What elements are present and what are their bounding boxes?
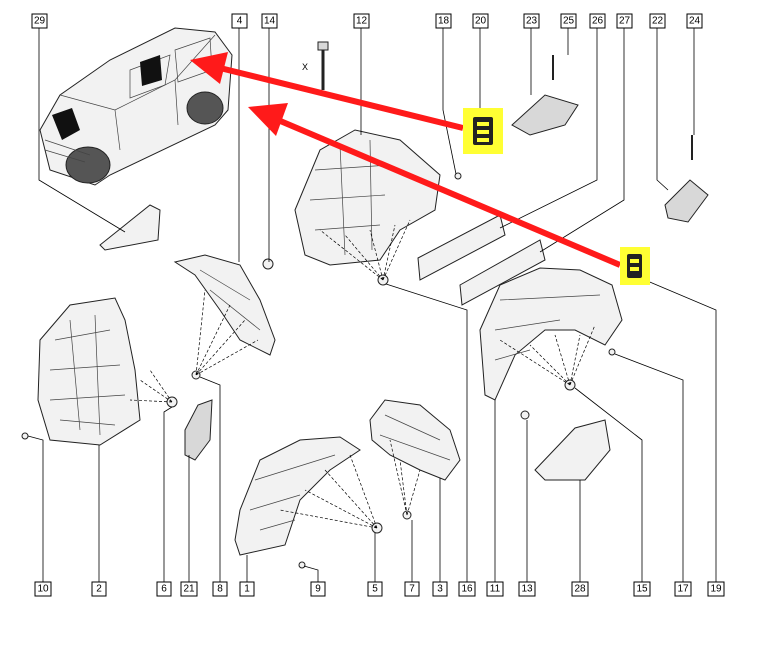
part-14-clip	[262, 258, 274, 270]
svg-text:19: 19	[710, 584, 722, 595]
svg-text:16: 16	[461, 584, 473, 595]
label-23: 23	[523, 13, 540, 29]
label-14: 14	[261, 13, 278, 29]
svg-text:8: 8	[217, 584, 223, 595]
part-13-clip	[520, 410, 530, 420]
vehicle-illustration	[39, 27, 233, 186]
svg-text:20: 20	[475, 16, 487, 27]
part-1-liner	[234, 436, 361, 556]
svg-text:27: 27	[619, 16, 631, 27]
svg-text:7: 7	[409, 584, 415, 595]
label-19: 19	[707, 581, 725, 597]
label-5: 5	[367, 581, 383, 597]
svg-text:9: 9	[315, 584, 321, 595]
label-24: 24	[686, 13, 703, 29]
svg-text:10: 10	[37, 584, 49, 595]
part-17-screw	[608, 348, 616, 356]
part-11-liner	[479, 267, 623, 401]
red-arrow-lower	[248, 103, 622, 268]
label-1: 1	[239, 581, 255, 597]
label-16: 16	[458, 581, 476, 597]
label-25: 25	[560, 13, 577, 29]
label-22: 22	[649, 13, 666, 29]
part-28-trim	[534, 419, 611, 481]
svg-text:23: 23	[526, 16, 538, 27]
svg-text:25: 25	[563, 16, 575, 27]
svg-text:1: 1	[244, 584, 250, 595]
svg-text:3: 3	[437, 584, 443, 595]
svg-text:18: 18	[438, 16, 450, 27]
label-10: 10	[34, 581, 52, 597]
svg-text:15: 15	[636, 584, 648, 595]
label-9: 9	[310, 581, 326, 597]
label-7: 7	[404, 581, 420, 597]
label-2: 2	[91, 581, 107, 597]
svg-text:24: 24	[689, 16, 701, 27]
part-2-liner	[37, 297, 141, 446]
svg-text:21: 21	[183, 584, 195, 595]
svg-text:26: 26	[592, 16, 604, 27]
part-3-liner	[369, 399, 461, 481]
bolt-mark: X	[302, 62, 308, 72]
label-13: 13	[518, 581, 536, 597]
part-21-bracket	[184, 399, 213, 461]
label-4: 4	[231, 13, 248, 29]
part-27-panel	[459, 239, 546, 306]
clip-19-highlight	[620, 247, 650, 285]
label-6: 6	[156, 581, 172, 597]
label-26: 26	[589, 13, 606, 29]
part-29-trim	[99, 204, 161, 251]
clip-20-highlight	[463, 108, 503, 154]
part-23-bracket	[511, 94, 579, 136]
leader-lines	[27, 28, 717, 582]
svg-text:11: 11	[490, 584, 501, 595]
label-11: 11	[486, 581, 504, 597]
svg-text:28: 28	[574, 584, 586, 595]
label-29: 29	[31, 13, 48, 29]
part-26-panel	[417, 214, 506, 281]
svg-text:5: 5	[372, 584, 378, 595]
label-17: 17	[674, 581, 692, 597]
svg-text:17: 17	[677, 584, 689, 595]
label-27: 27	[616, 13, 633, 29]
label-20: 20	[472, 13, 489, 29]
label-28: 28	[571, 581, 589, 597]
part-18-screw	[454, 172, 462, 180]
part-10-screw	[21, 432, 29, 440]
label-3: 3	[432, 581, 448, 597]
label-8: 8	[212, 581, 228, 597]
label-12: 12	[353, 13, 370, 29]
svg-text:13: 13	[521, 584, 533, 595]
bolt-icon: X	[302, 41, 329, 90]
part-22-bracket	[664, 179, 709, 223]
svg-text:29: 29	[34, 16, 46, 27]
svg-text:6: 6	[161, 584, 167, 595]
svg-text:12: 12	[356, 16, 368, 27]
part-12-liner	[294, 129, 441, 266]
assembly-lines	[129, 219, 596, 529]
svg-text:14: 14	[264, 16, 276, 27]
part-9-clip	[298, 561, 306, 569]
red-arrow-upper	[190, 52, 464, 131]
svg-text:2: 2	[96, 584, 102, 595]
label-21: 21	[180, 581, 198, 597]
label-18: 18	[435, 13, 452, 29]
svg-text:4: 4	[237, 16, 243, 27]
part-4-liner	[173, 254, 276, 356]
label-15: 15	[633, 581, 651, 597]
svg-text:22: 22	[652, 16, 664, 27]
